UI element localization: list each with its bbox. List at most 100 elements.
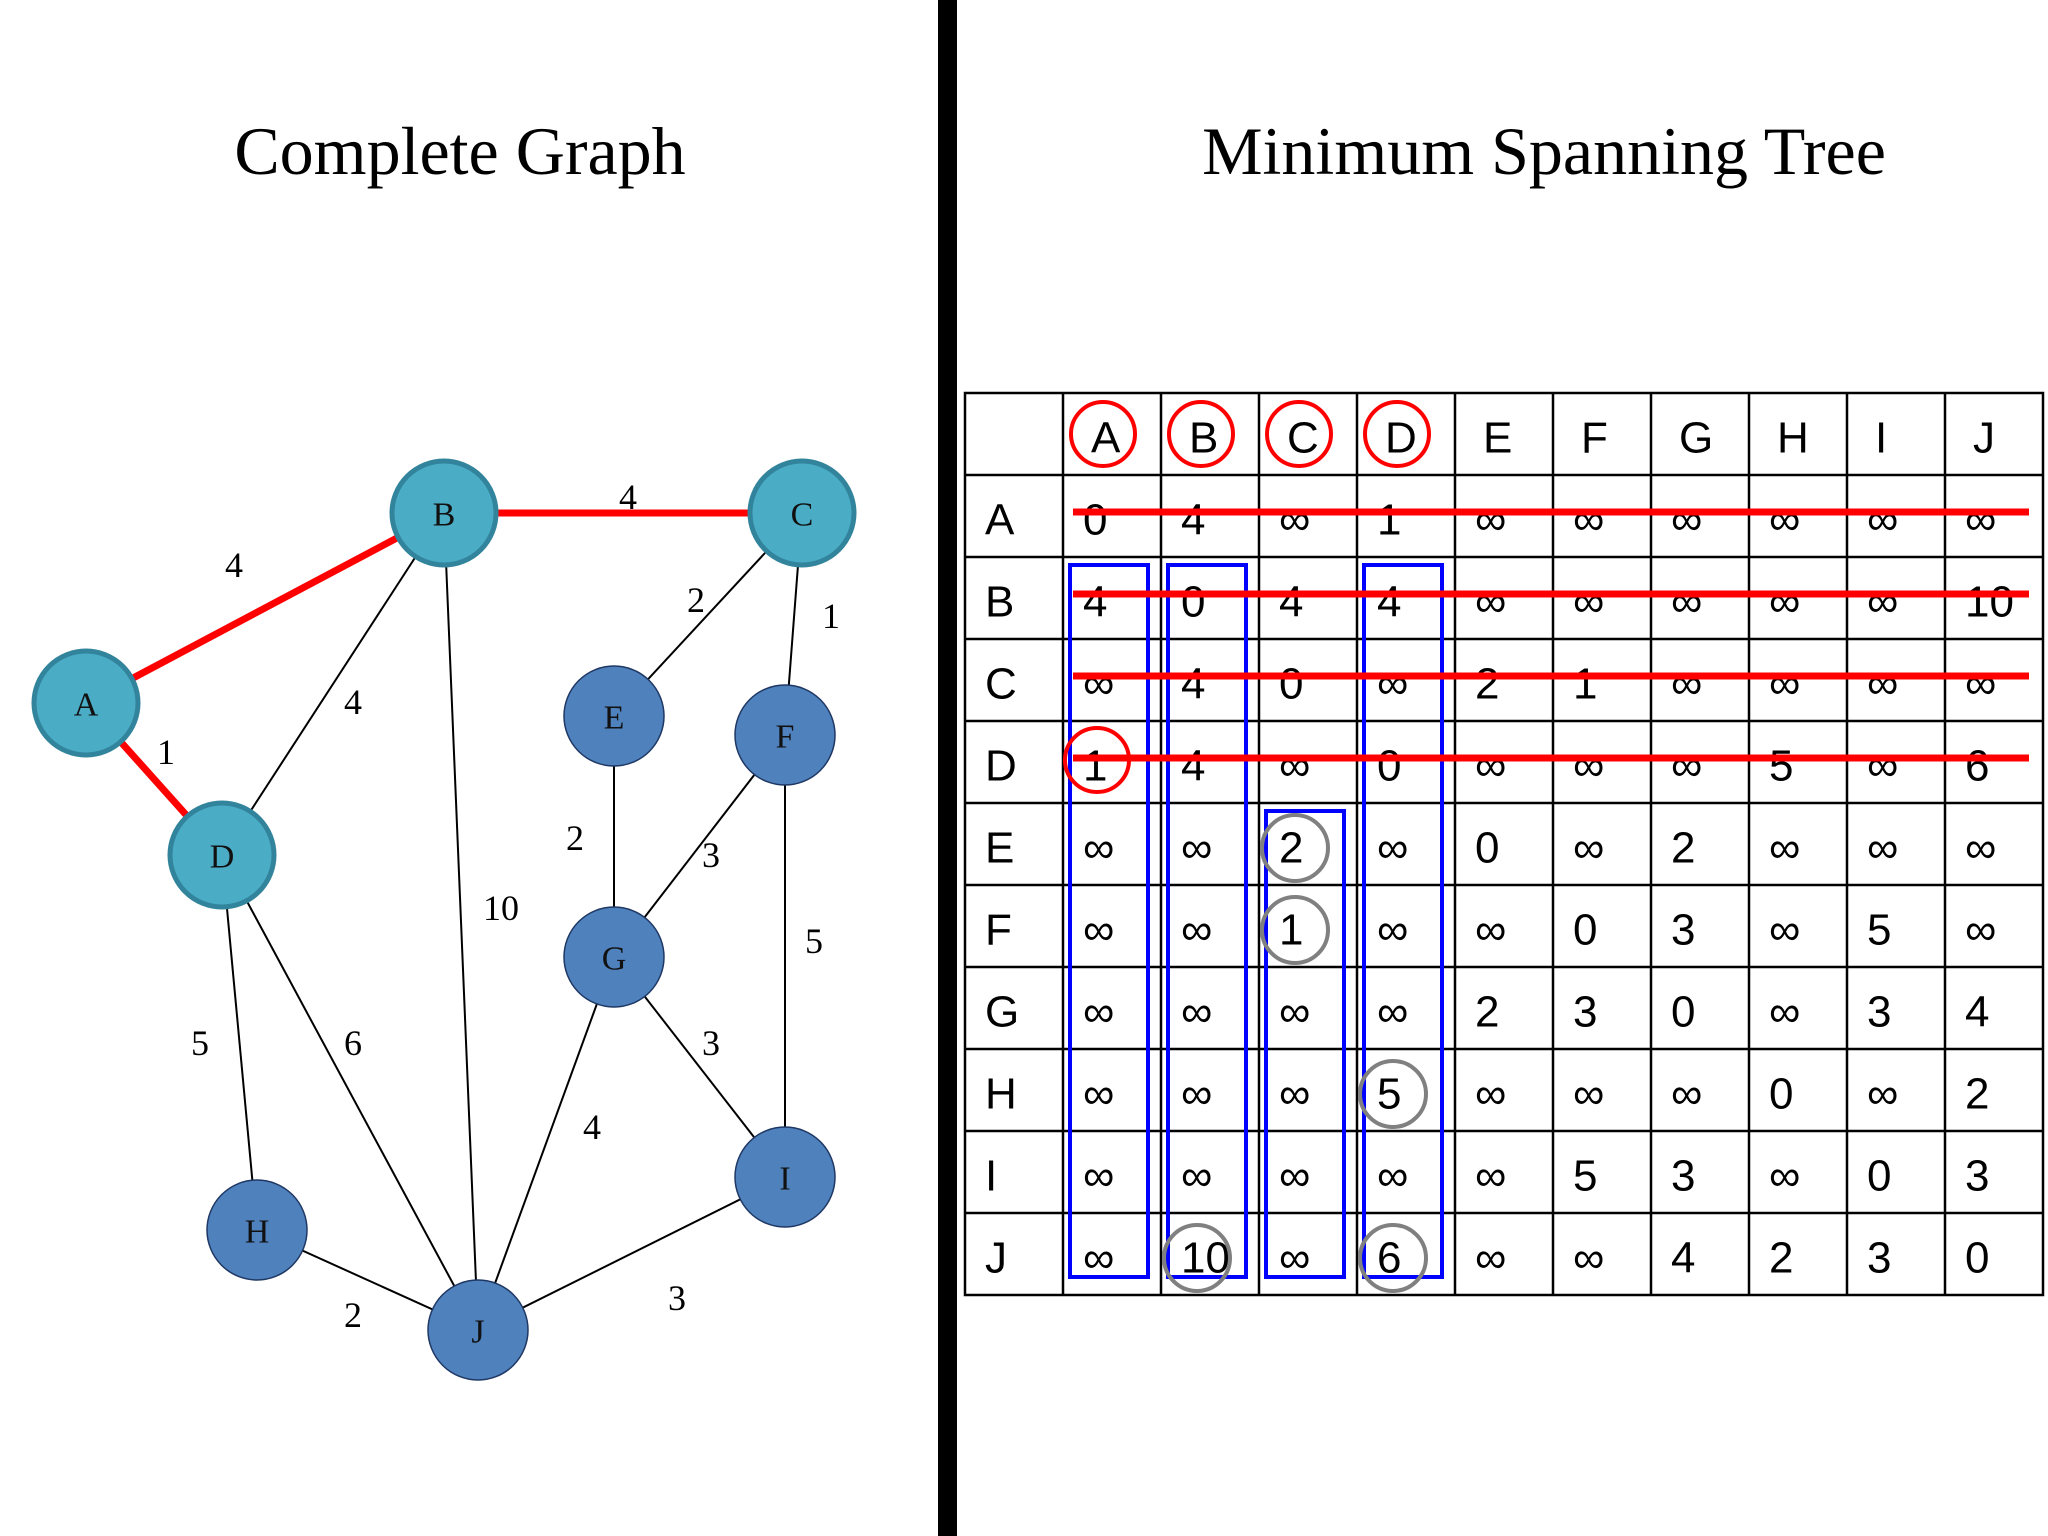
matrix-cell: ∞ <box>1083 1070 1114 1119</box>
matrix-cell: ∞ <box>1083 988 1114 1037</box>
matrix-cell: ∞ <box>1475 578 1506 627</box>
edge-b-d <box>221 512 445 856</box>
matrix-cell: ∞ <box>1475 1152 1506 1201</box>
column-header-f: F <box>1581 414 1608 463</box>
matrix-cell: 3 <box>1671 906 1695 955</box>
node-label: E <box>604 700 625 737</box>
matrix-cell: 4 <box>1181 742 1205 791</box>
edge-weight-e-g: 2 <box>566 818 584 858</box>
panel-divider <box>938 0 957 1536</box>
row-header: H <box>985 1070 1017 1119</box>
matrix-cell: ∞ <box>1573 578 1604 627</box>
visited-header-circles <box>1069 400 1431 468</box>
row-header: A <box>985 496 1015 545</box>
matrix-cell: 0 <box>1769 1070 1793 1119</box>
complete-graph-title: Complete Graph <box>234 113 686 189</box>
matrix-cell: 0 <box>1377 742 1401 791</box>
matrix-cell: ∞ <box>1475 496 1506 545</box>
node-circle <box>31 648 141 758</box>
matrix-cell: 4 <box>1671 1234 1695 1283</box>
header-circle-a <box>1069 400 1137 468</box>
matrix-cell: ∞ <box>1279 1152 1310 1201</box>
matrix-cell: 4 <box>1181 496 1205 545</box>
matrix-cell: ∞ <box>1769 1152 1800 1201</box>
edge-weight-b-d: 4 <box>344 682 362 722</box>
matrix-cell: 6 <box>1377 1234 1401 1283</box>
matrix-cell: ∞ <box>1573 1070 1604 1119</box>
matrix-cell: ∞ <box>1279 988 1310 1037</box>
edge-weight-d-h: 5 <box>191 1023 209 1063</box>
node-circle <box>563 665 665 767</box>
matrix-cell: 5 <box>1769 742 1793 791</box>
matrix-cell: ∞ <box>1377 660 1408 709</box>
column-header-g: G <box>1679 414 1713 463</box>
matrix-cell: 3 <box>1867 1234 1891 1283</box>
matrix-cell: 1 <box>1573 660 1597 709</box>
edge-weight-f-i: 5 <box>805 921 823 961</box>
column-header-c: C <box>1287 414 1319 463</box>
matrix-cell: ∞ <box>1475 1070 1506 1119</box>
edge-weight-a-d: 1 <box>157 732 175 772</box>
matrix-cell: 0 <box>1965 1234 1989 1283</box>
candidate-circle-fc <box>1260 895 1330 965</box>
matrix-cell: ∞ <box>1867 1070 1898 1119</box>
node-i: I <box>734 1126 836 1228</box>
mst-title: Minimum Spanning Tree <box>1202 113 1886 189</box>
matrix-cell: ∞ <box>1671 1070 1702 1119</box>
matrix-cell: ∞ <box>1965 496 1996 545</box>
column-box-a <box>1068 563 1150 1279</box>
visited-column-boxes <box>1068 563 1444 1279</box>
node-d: D <box>167 800 277 910</box>
row-header: E <box>985 824 1014 873</box>
matrix-cell: ∞ <box>1377 906 1408 955</box>
edge-weight-b-c: 4 <box>619 477 637 517</box>
edge-weight-d-j: 6 <box>344 1023 362 1063</box>
node-circle <box>747 458 857 568</box>
graph-edges <box>83 509 803 1331</box>
matrix-cell: ∞ <box>1181 988 1212 1037</box>
edge-weight-a-b: 4 <box>225 545 243 585</box>
matrix-cell: 0 <box>1475 824 1499 873</box>
column-box-d <box>1362 563 1444 1279</box>
node-label: G <box>602 941 627 978</box>
matrix-cell: 2 <box>1475 988 1499 1037</box>
matrix-cell: ∞ <box>1769 496 1800 545</box>
matrix-cell: ∞ <box>1671 578 1702 627</box>
matrix-cell: 5 <box>1377 1070 1401 1119</box>
edge-weight-b-j: 10 <box>483 888 519 928</box>
column-header-h: H <box>1777 414 1809 463</box>
edge-weight-c-e: 2 <box>687 580 705 620</box>
row-strikethroughs <box>1073 508 2029 762</box>
node-circle <box>389 458 499 568</box>
matrix-cell: 3 <box>1867 988 1891 1037</box>
matrix-cell: ∞ <box>1769 578 1800 627</box>
node-label: D <box>210 839 235 876</box>
matrix-cell: ∞ <box>1083 824 1114 873</box>
edge-weight-i-j: 3 <box>668 1278 686 1318</box>
matrix-cell: ∞ <box>1279 1234 1310 1283</box>
matrix-cell: ∞ <box>1965 824 1996 873</box>
node-circle <box>427 1279 529 1381</box>
edge-weight-g-i: 3 <box>702 1023 720 1063</box>
matrix-cell: ∞ <box>1279 742 1310 791</box>
row-header: D <box>985 742 1017 791</box>
matrix-cell: ∞ <box>1279 496 1310 545</box>
matrix-cell: ∞ <box>1083 1152 1114 1201</box>
node-f: F <box>734 684 836 786</box>
matrix-cell: ∞ <box>1083 1234 1114 1283</box>
node-b: B <box>389 458 499 568</box>
node-e: E <box>563 665 665 767</box>
matrix-cell: 10 <box>1181 1234 1230 1283</box>
node-a: A <box>31 648 141 758</box>
column-header-i: I <box>1875 414 1887 463</box>
edge-b-j <box>443 512 479 1331</box>
matrix-cell: ∞ <box>1083 906 1114 955</box>
header-circle-b <box>1167 400 1235 468</box>
